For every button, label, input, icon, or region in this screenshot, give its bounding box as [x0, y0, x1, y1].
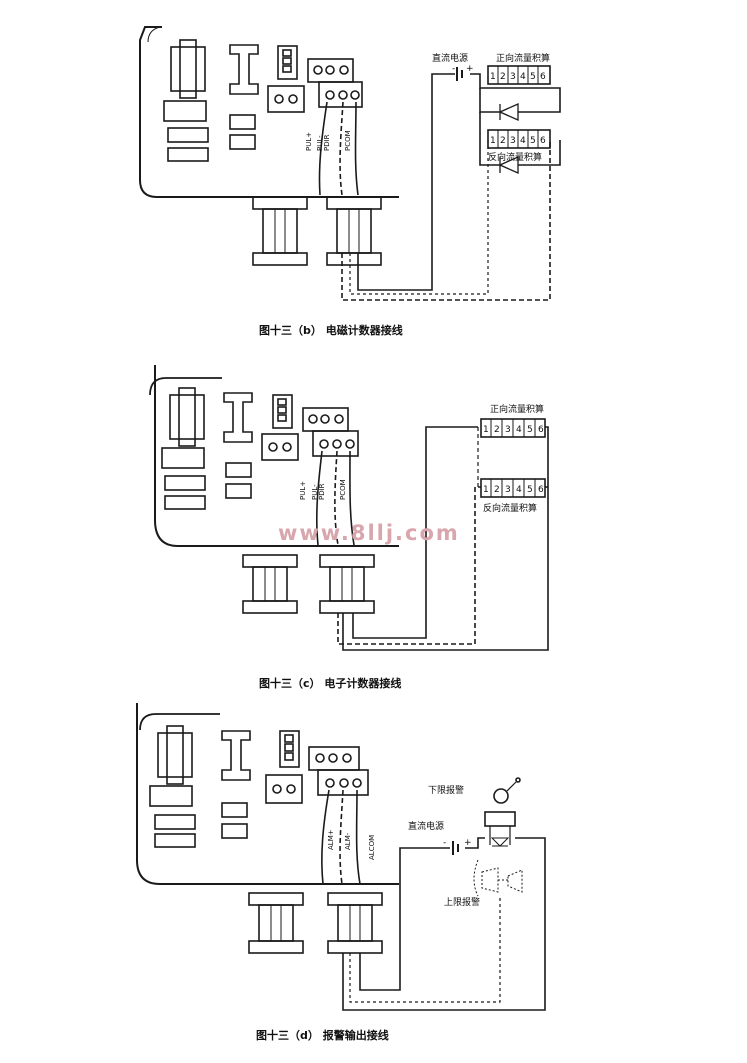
b-reverse-label: 反向流量积算 [488, 151, 542, 163]
digit: 5 [530, 72, 536, 82]
digit: 2 [500, 72, 506, 82]
digit: 6 [540, 72, 546, 82]
c-wire-pul-plus: PUL+ [299, 481, 307, 500]
caption-d: 图十三（d） 报警输出接线 [256, 1029, 389, 1042]
d-plus: + [464, 838, 472, 848]
d-power-label: 直流电源 [408, 820, 444, 832]
c-wire-pdir: PDIR [318, 483, 326, 500]
c-counter-top-digits: 1 2 3 4 5 6 [483, 425, 544, 435]
digit: 5 [527, 425, 533, 435]
b-wire-pul-minus: PUL- [316, 135, 324, 151]
b-counter-top-digits: 1 2 3 4 5 6 [490, 72, 546, 82]
digit: 5 [530, 136, 536, 146]
digit: 4 [516, 425, 522, 435]
digit: 1 [483, 425, 489, 435]
b-wire-pcom: PCOM [344, 130, 352, 151]
digit: 4 [520, 136, 526, 146]
d-wire-alcom: ALCOM [368, 835, 376, 860]
diagram-b [139, 26, 561, 301]
digit: 1 [490, 136, 496, 146]
digit: 6 [538, 425, 544, 435]
digit: 6 [538, 485, 544, 495]
watermark: www.8llj.com [278, 521, 460, 545]
digit: 3 [505, 425, 511, 435]
digit: 3 [505, 485, 511, 495]
b-wire-pul-plus: PUL+ [305, 132, 313, 151]
b-minus: - [452, 64, 455, 74]
b-plus: + [466, 64, 474, 74]
d-upper-alarm-label: 上限报警 [444, 896, 480, 908]
digit: 1 [483, 485, 489, 495]
digit: 5 [527, 485, 533, 495]
diagram-d [136, 703, 546, 1011]
digit: 4 [516, 485, 522, 495]
digit: 1 [490, 72, 496, 82]
digit: 2 [494, 425, 500, 435]
c-reverse-label: 反向流量积算 [483, 502, 537, 514]
c-wire-pcom: PCOM [339, 479, 347, 500]
b-wire-pdir: PDIR [323, 134, 331, 151]
b-power-label: 直流电源 [432, 52, 468, 64]
digit: 4 [520, 72, 526, 82]
b-counter-bottom-digits: 1 2 3 4 5 6 [490, 136, 546, 146]
d-lower-alarm-label: 下限报警 [428, 784, 464, 796]
digit: 2 [500, 136, 506, 146]
d-wire-alm-plus: ALM+ [327, 829, 335, 850]
digit: 3 [510, 72, 516, 82]
digit: 6 [540, 136, 546, 146]
c-forward-label: 正向流量积算 [490, 403, 544, 415]
caption-b: 图十三（b） 电磁计数器接线 [259, 324, 403, 337]
digit: 2 [494, 485, 500, 495]
d-minus: - [443, 838, 446, 848]
d-wire-alm-minus: ALM- [344, 832, 352, 850]
diagram-c [149, 365, 549, 651]
digit: 3 [510, 136, 516, 146]
c-counter-bottom-digits: 1 2 3 4 5 6 [483, 485, 544, 495]
caption-c: 图十三（c） 电子计数器接线 [259, 677, 402, 690]
b-forward-label: 正向流量积算 [496, 52, 550, 64]
c-wire-pul-minus: PUL- [311, 484, 319, 500]
